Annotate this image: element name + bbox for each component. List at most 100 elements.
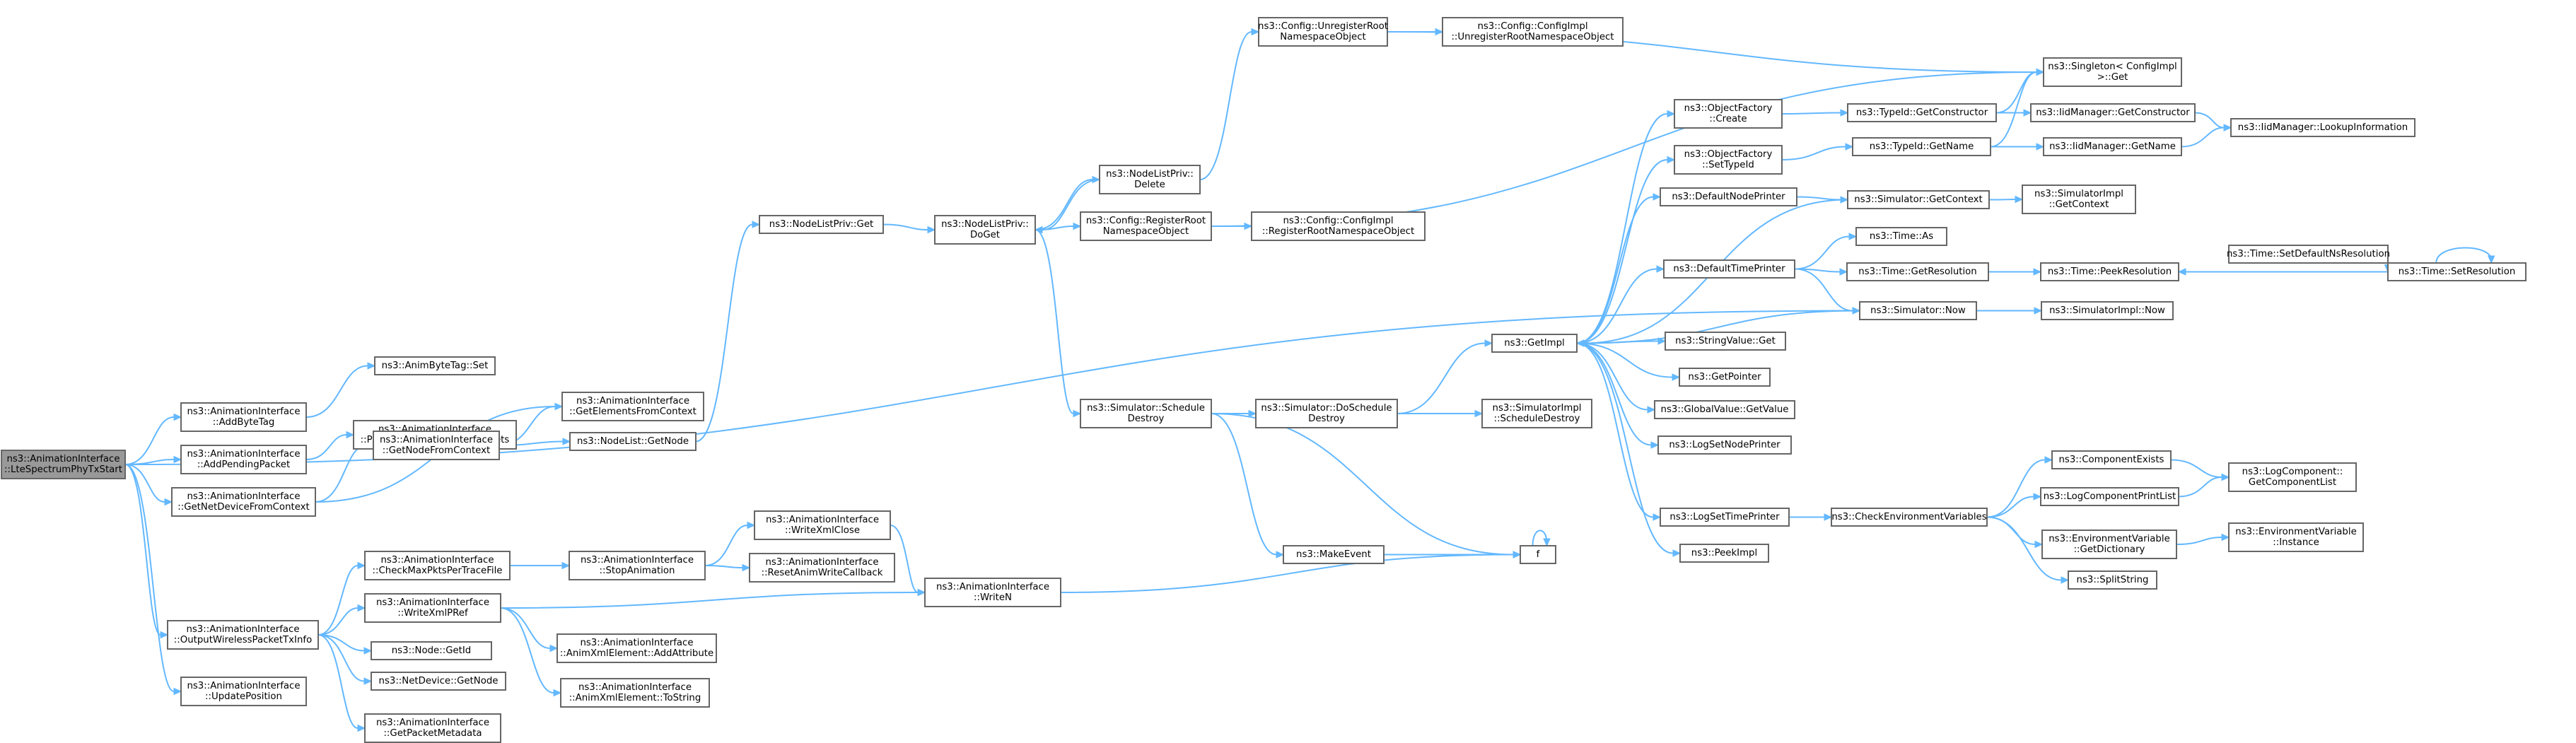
node-globalValueGetValue[interactable]: ns3::GlobalValue::GetValue (1654, 400, 1795, 419)
node-box (556, 633, 717, 663)
node-label-line: ns3::AnimationInterface (380, 435, 493, 445)
node-envVarInstance[interactable]: ns3::EnvironmentVariable::Instance (2228, 522, 2364, 552)
node-label-line: ns3::ObjectFactory (1684, 149, 1773, 160)
edge-typeIdGetName-to-iidGetName (1991, 143, 2045, 151)
call-edges (124, 28, 2495, 732)
node-checkEnvVars[interactable]: ns3::CheckEnvironmentVariables (1831, 508, 1988, 527)
node-configImplRegister[interactable]: ns3::Config::ConfigImpl::RegisterRootNam… (1251, 211, 1426, 241)
node-label-line: GetComponentList (2249, 477, 2336, 488)
edge-addPending-to-protocolType (305, 431, 355, 460)
node-f[interactable]: f (1520, 545, 1556, 564)
node-outputWireless[interactable]: ns3::AnimationInterface::OutputWirelessP… (167, 620, 319, 650)
node-logSetTimePrinter[interactable]: ns3::LogSetTimePrinter (1660, 508, 1790, 527)
edge-outputWireless-to-checkMaxPkts (317, 561, 366, 636)
node-timeSetResolution[interactable]: ns3::Time::SetResolution (2387, 262, 2527, 281)
node-box (1859, 301, 1977, 320)
node-stopAnimation[interactable]: ns3::AnimationInterface::StopAnimation (569, 551, 706, 580)
node-addByteTag[interactable]: ns3::AnimationInterface::AddByteTag (180, 402, 307, 432)
node-makeEvent[interactable]: ns3::MakeEvent (1283, 545, 1385, 564)
node-iidLookup[interactable]: ns3::IidManager::LookupInformation (2230, 118, 2415, 137)
node-label-line: ns3::AnimationInterface (6, 454, 120, 464)
node-logSetNodePrinter[interactable]: ns3::LogSetNodePrinter (1657, 435, 1792, 455)
edge-getImpl-to-logSetNodePrinter (1576, 342, 1660, 449)
node-writeN[interactable]: ns3::AnimationInterface::WriteN (924, 578, 1061, 607)
node-nodeListPrivGet[interactable]: ns3::NodeListPriv::Get (759, 215, 884, 234)
node-label-line: ns3::StringValue::Get (1675, 336, 1776, 346)
node-simImplGetContext[interactable]: ns3::SimulatorImpl::GetContext (2022, 185, 2136, 214)
node-nodeListPrivDoGet[interactable]: ns3::NodeListPriv::DoGet (934, 215, 1036, 245)
node-box (1251, 211, 1426, 241)
node-box (569, 432, 697, 451)
node-configRegisterRoot[interactable]: ns3::Config::RegisterRootNamespaceObject (1080, 211, 1212, 241)
node-singletonGet[interactable]: ns3::Singleton< ConfigImpl >::Get (2043, 57, 2182, 87)
node-box (1657, 435, 1792, 455)
node-configImplUnregister[interactable]: ns3::Config::ConfigImpl::UnregisterRootN… (1442, 17, 1624, 47)
node-simImplNow[interactable]: ns3::SimulatorImpl::Now (2041, 301, 2174, 320)
node-checkMaxPkts[interactable]: ns3::AnimationInterface::CheckMaxPktsPer… (364, 551, 511, 580)
node-label-line: ns3::NetDevice::GetNode (379, 676, 499, 686)
node-defaultTimePrinter[interactable]: ns3::DefaultTimePrinter (1663, 259, 1795, 279)
node-getElements[interactable]: ns3::AnimationInterface::GetElementsFrom… (561, 392, 704, 421)
node-nodeGetId[interactable]: ns3::Node::GetId (371, 641, 492, 660)
edge-typeIdGetName-to-singletonGet (1990, 68, 2045, 148)
node-addPending[interactable]: ns3::AnimationInterface::AddPendingPacke… (180, 445, 307, 474)
node-box (371, 672, 506, 691)
node-label-line: ::Create (1709, 114, 1747, 124)
node-logComponentGetList[interactable]: ns3::LogComponent::GetComponentList (2228, 462, 2357, 492)
node-label-line: ::SetTypeId (1702, 160, 1754, 170)
node-splitString[interactable]: ns3::SplitString (2068, 571, 2157, 590)
node-label-line: ns3::AnimationInterface (187, 491, 300, 502)
node-resetAnimWrite[interactable]: ns3::AnimationInterface::ResetAnimWriteC… (749, 553, 895, 583)
node-writeXmlPRef[interactable]: ns3::AnimationInterface::WriteXmlPRef (364, 593, 501, 623)
node-box (2040, 262, 2179, 281)
node-timeGetResolution[interactable]: ns3::Time::GetResolution (1846, 262, 1989, 281)
node-logComponentPrintList[interactable]: ns3::LogComponentPrintList (2040, 487, 2179, 506)
node-timeSetDefaultNs[interactable]: ns3::Time::SetDefaultNsResolution (2227, 245, 2390, 264)
node-nodeListGetNode[interactable]: ns3::NodeList::GetNode (569, 432, 697, 451)
node-getImpl[interactable]: ns3::GetImpl (1491, 334, 1578, 353)
node-componentExists[interactable]: ns3::ComponentExists (2051, 450, 2172, 469)
node-timeAs[interactable]: ns3::Time::As (1855, 227, 1947, 246)
node-stringValueGet[interactable]: ns3::StringValue::Get (1665, 332, 1786, 351)
node-configUnregisterRoot[interactable]: ns3::Config::UnregisterRootNamespaceObje… (1258, 17, 1388, 47)
node-getPacketMetadata[interactable]: ns3::AnimationInterface::GetPacketMetada… (364, 713, 501, 743)
node-getNodeFromContext[interactable]: ns3::AnimationInterface::GetNodeFromCont… (373, 431, 500, 460)
node-peekImpl[interactable]: ns3::PeekImpl (1679, 544, 1769, 563)
node-root[interactable]: ns3::AnimationInterface::LteSpectrumPhyT… (1, 450, 126, 479)
node-envVarGetDictionary[interactable]: ns3::EnvironmentVariable::GetDictionary (2041, 530, 2177, 559)
edge-getImpl-to-logSetTimePrinter (1576, 342, 1662, 521)
node-label-line: ns3::Singleton< ConfigImpl (2048, 62, 2176, 72)
node-iidGetName[interactable]: ns3::IidManager::GetName (2043, 137, 2182, 156)
node-toString[interactable]: ns3::AnimationInterface::AnimXmlElement:… (560, 678, 710, 708)
edge-checkEnvVars-to-envVarGetDictionary (1986, 516, 2044, 549)
node-typeIdGetName[interactable]: ns3::TypeId::GetName (1852, 137, 1991, 156)
node-simNow[interactable]: ns3::Simulator::Now (1859, 301, 1977, 320)
node-animByteTagSet[interactable]: ns3::AnimByteTag::Set (374, 356, 496, 375)
node-simScheduleDestroy[interactable]: ns3::Simulator::ScheduleDestroy (1080, 399, 1212, 428)
node-updatePosition[interactable]: ns3::AnimationInterface::UpdatePosition (180, 677, 307, 706)
node-getNetDevice[interactable]: ns3::AnimationInterface::GetNetDeviceFro… (171, 487, 316, 517)
node-netDeviceGetNode[interactable]: ns3::NetDevice::GetNode (371, 672, 506, 691)
node-nodeListPrivDelete[interactable]: ns3::NodeListPriv::Delete (1099, 165, 1201, 194)
node-iidGetConstructor[interactable]: ns3::IidManager::GetConstructor (2030, 103, 2196, 122)
node-box (180, 402, 307, 432)
node-label-line: ns3::LogSetTimePrinter (1669, 512, 1780, 522)
node-getPointer[interactable]: ns3::GetPointer (1679, 368, 1771, 387)
node-label-line: ::UnregisterRootNamespaceObject (1451, 32, 1614, 42)
node-label-line: ns3::AnimationInterface (187, 406, 300, 417)
node-objFactorySetTypeId[interactable]: ns3::ObjectFactory::SetTypeId (1674, 145, 1783, 175)
node-timePeekResolution[interactable]: ns3::Time::PeekResolution (2040, 262, 2179, 281)
node-writeXmlClose[interactable]: ns3::AnimationInterface::WriteXmlClose (754, 510, 891, 540)
node-defaultNodePrinter[interactable]: ns3::DefaultNodePrinter (1660, 187, 1797, 206)
node-addAttribute[interactable]: ns3::AnimationInterface::AnimXmlElement:… (556, 633, 717, 663)
edge-logSetTimePrinter-to-checkEnvVars (1789, 513, 1833, 521)
node-objFactoryCreate[interactable]: ns3::ObjectFactory::Create (1674, 99, 1783, 129)
node-box (171, 487, 316, 517)
node-box (759, 215, 884, 234)
node-simImplScheduleDestroy[interactable]: ns3::SimulatorImpl::ScheduleDestroy (1481, 399, 1592, 428)
node-simGetContext[interactable]: ns3::Simulator::GetContext (1847, 190, 1990, 209)
edge-nodeListPrivDelete-to-configUnregisterRoot (1199, 28, 1260, 180)
edge-nodeListPrivGet-to-nodeListPrivDoGet (882, 223, 936, 234)
node-typeIdGetConstructor[interactable]: ns3::TypeId::GetConstructor (1847, 103, 1997, 122)
